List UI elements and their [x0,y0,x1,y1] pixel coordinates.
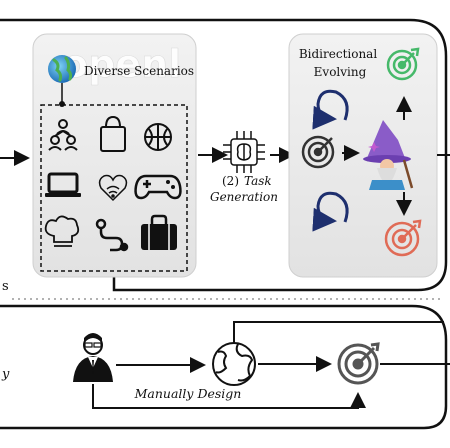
watermark-logo-text: openl [62,42,181,86]
evolving-panel: Bidirectional Evolving [288,33,438,278]
lower-frame [0,304,448,430]
scenarios-title: Diverse Scenarios [84,64,194,78]
evolving-title-line2: Evolving [314,65,367,79]
target-gray-icon [301,135,335,169]
upper-frame [0,18,448,292]
task-label-line1: Task [244,174,272,188]
briefcase-icon [141,214,177,250]
person-icon [73,333,113,382]
arrow-person-to-target [92,384,366,409]
scenarios-panel: openl Diverse Scenarios [32,33,197,278]
brain-chip-icon [223,131,265,173]
globe-feedback-line [233,321,444,343]
scenario-grid-box [40,104,188,272]
connector-dot [59,101,65,107]
left-edge-text-bottom: y [1,367,10,382]
loop-arrow-icon-bottom [312,191,349,232]
left-edge-text-top: s [2,279,9,294]
route-icon [95,218,129,252]
people-hierarchy-icon [48,119,78,151]
task-label-line2: Generation [210,190,278,204]
laptop-icon [45,172,81,197]
gamepad-icon [134,174,182,200]
globe-outline-icon [212,342,256,386]
heart-wifi-icon [98,174,128,202]
globe-icon [48,55,76,83]
chef-hat-icon [44,215,80,247]
wizard-icon [363,120,414,190]
manual-label: Manually Design [134,386,242,401]
target-gray-icon-lower [337,342,380,385]
evolving-title-line1: Bidirectional [299,47,378,61]
basketball-icon [144,123,172,151]
shopping-bag-icon [100,115,126,152]
loop-arrow-icon-top [312,89,349,130]
target-green-icon [386,47,420,81]
target-red-icon [384,219,422,257]
task-step: (2) [222,174,239,188]
